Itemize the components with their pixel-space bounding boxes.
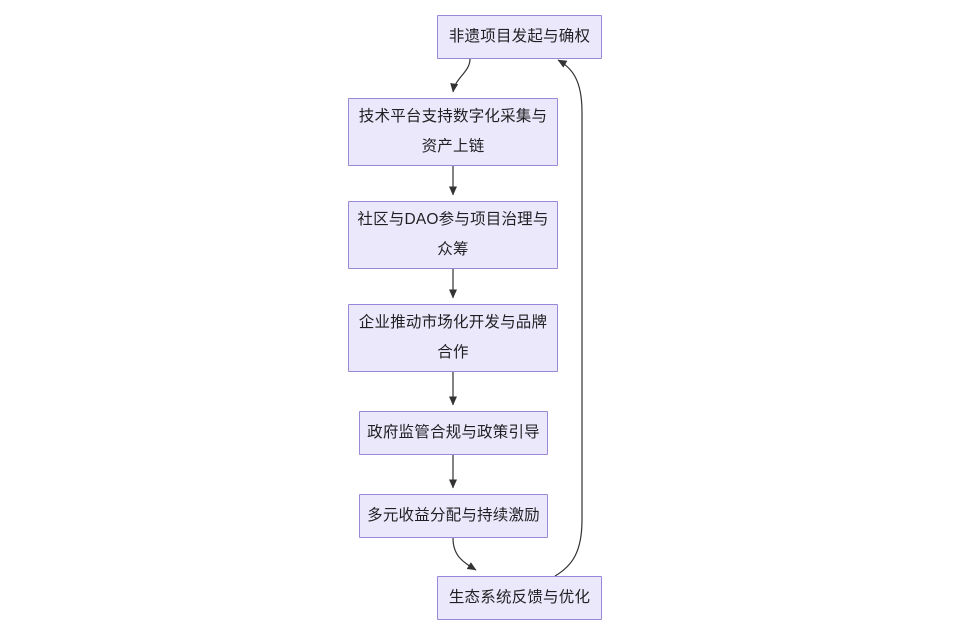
flow-node-community-dao[interactable]: 社区与DAO参与项目治理与 众筹 bbox=[348, 201, 558, 269]
flow-node-label: 非遗项目发起与确权 bbox=[448, 28, 591, 45]
flow-node-label: 社区与DAO参与项目治理与 众筹 bbox=[357, 211, 549, 258]
flow-node-label: 生态系统反馈与优化 bbox=[448, 589, 591, 606]
flow-node-label: 政府监管合规与政策引导 bbox=[367, 424, 540, 441]
flow-node-revenue[interactable]: 多元收益分配与持续激励 bbox=[359, 494, 548, 538]
edge-n7-n1-feedback bbox=[554, 59, 583, 577]
flow-node-government[interactable]: 政府监管合规与政策引导 bbox=[359, 411, 548, 455]
flow-node-label: 企业推动市场化开发与品牌 合作 bbox=[358, 314, 548, 361]
flow-node-initiation[interactable]: 非遗项目发起与确权 bbox=[437, 15, 602, 59]
flow-node-label: 多元收益分配与持续激励 bbox=[367, 507, 540, 524]
flow-node-feedback[interactable]: 生态系统反馈与优化 bbox=[437, 576, 602, 620]
edge-n1-n2 bbox=[450, 58, 471, 93]
flow-node-enterprise[interactable]: 企业推动市场化开发与品牌 合作 bbox=[348, 304, 558, 372]
flow-node-label: 技术平台支持数字化采集与 资产上链 bbox=[358, 108, 548, 155]
flow-node-tech-platform[interactable]: 技术平台支持数字化采集与 资产上链 bbox=[348, 98, 558, 166]
edge-n6-n7 bbox=[452, 537, 477, 571]
